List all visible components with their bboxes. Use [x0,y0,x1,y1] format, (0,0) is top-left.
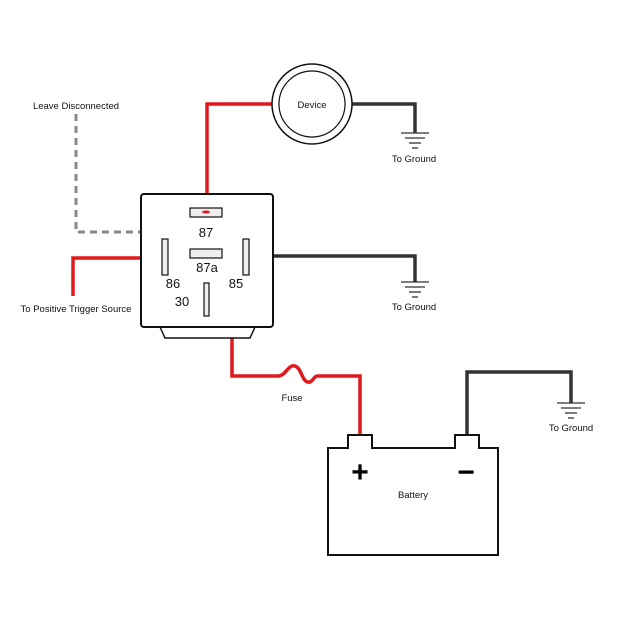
pin-86 [161,238,169,276]
ground-icon [557,402,585,419]
pin-85 [242,238,250,276]
fuse-label: Fuse [281,393,302,404]
wire-85-ground [248,254,417,282]
battery: + − Battery [327,434,499,556]
relay: 87 87a 86 85 30 [140,193,274,339]
wire-30-fuse-battery [208,297,362,436]
wire-87-to-device [205,102,272,210]
pin-86-label: 86 [166,276,180,291]
device-label: Device [297,100,326,111]
leave-disconnected-label: Leave Disconnected [33,101,119,112]
battery-ground-label: To Ground [549,423,593,434]
pin-30-label: 30 [175,294,189,309]
pin-85-label: 85 [229,276,243,291]
battery-negative-sign: − [457,456,475,489]
ground-icon [401,281,429,298]
wire-battery-negative-ground [465,370,573,436]
device: Device [271,63,353,145]
battery-positive-sign: + [351,456,369,489]
relay-ground-label: To Ground [392,302,436,313]
pin-87a [189,248,223,259]
battery-label: Battery [398,490,428,501]
pin-87a-label: 87a [196,260,218,275]
pin-87-label: 87 [199,225,213,240]
pin-30 [203,282,210,317]
ground-icon [401,132,429,149]
device-ground-label: To Ground [392,154,436,165]
positive-trigger-label: To Positive Trigger Source [21,304,132,315]
wire-86-trigger [71,256,163,296]
wire-device-ground [352,102,417,133]
